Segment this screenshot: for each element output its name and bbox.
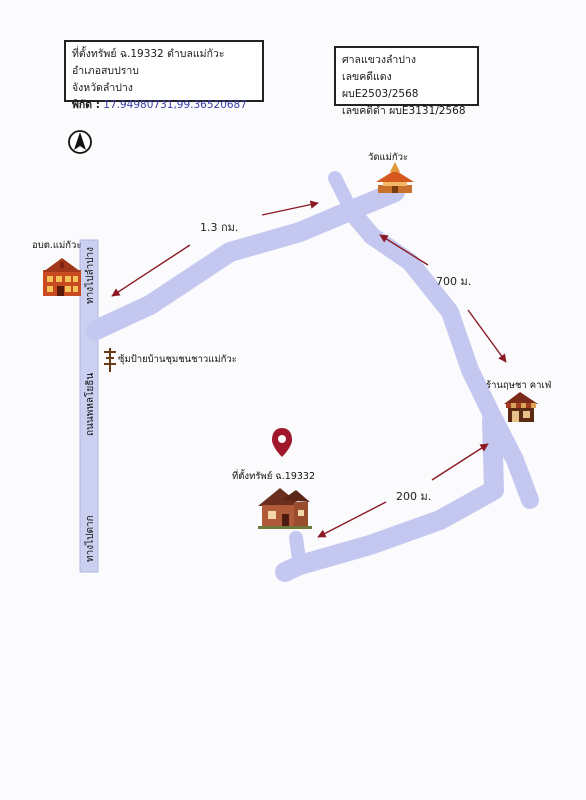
- arrow-to-sao: [111, 244, 191, 297]
- government-building-icon: [43, 258, 81, 296]
- property-info-box: ที่ตั้งทรัพย์ ฉ.19332 ตำบลแม่กัวะ อำเภอส…: [64, 40, 264, 111]
- arrow-to-junction: [379, 234, 429, 266]
- bus-stop-label: ซุ้มป้ายบ้านชุมชนชาวแม่กัวะ: [118, 354, 237, 365]
- coordinates-value: 17.94980731,99.36520687: [103, 99, 247, 111]
- temple-label: วัดแม่กัวะ: [368, 152, 409, 163]
- property-address-line1: ที่ตั้งทรัพย์ ฉ.19332 ตำบลแม่กัวะ อำเภอส…: [72, 48, 225, 77]
- to-tak-label: ทางไปตาก: [85, 515, 96, 562]
- temple-icon: [376, 162, 414, 193]
- location-pin-icon: [272, 428, 292, 457]
- road-to-property: [275, 410, 504, 582]
- distance-arrows: [111, 200, 507, 538]
- distance-label-3: 200 ม.: [396, 490, 432, 503]
- arrow-to-cafe-lower: [431, 443, 489, 481]
- house-icon: [258, 488, 312, 529]
- road-east-branch: [341, 201, 539, 509]
- distance-label-2: 700 ม.: [436, 275, 472, 288]
- arrow-to-temple: [261, 200, 319, 216]
- local-roads: [86, 171, 539, 582]
- court-info-box: ศาลแขวงลำปาง เลขคดีแดง ผบE2503/2568 เลขค…: [334, 46, 479, 117]
- coordinates-label: พิกัด :: [72, 99, 100, 111]
- sao-label: อบต.แม่กัวะ: [32, 240, 82, 251]
- cafe-label: ร้านฤษชา คาเฟ่: [486, 380, 552, 391]
- red-case-number: เลขคดีแดง ผบE2503/2568: [342, 71, 419, 100]
- black-case-number: เลขคดีดำ ผบE3131/2568: [342, 105, 466, 117]
- coordinates: พิกัด : 17.94980731,99.36520687: [72, 97, 256, 114]
- road-property-spur: [289, 531, 307, 573]
- north-arrow-icon: [68, 130, 92, 154]
- court-name: ศาลแขวงลำปาง: [342, 54, 416, 66]
- property-label: ที่ตั้งทรัพย์ ฉ.19332: [232, 471, 315, 482]
- road-north-spur: [328, 171, 359, 219]
- bus-stop-icon: [104, 348, 116, 372]
- property-address-line2: จังหวัดลำปาง: [72, 82, 133, 94]
- arrow-to-cafe: [467, 309, 507, 363]
- shop-icon: [504, 392, 538, 422]
- arrow-to-property-road: [317, 501, 387, 538]
- main-road-label: ถนนพหลโยธิน: [85, 372, 96, 436]
- distance-label-1: 1.3 กม.: [200, 221, 239, 234]
- to-lampang-label: ทางไปลำปาง: [85, 246, 96, 304]
